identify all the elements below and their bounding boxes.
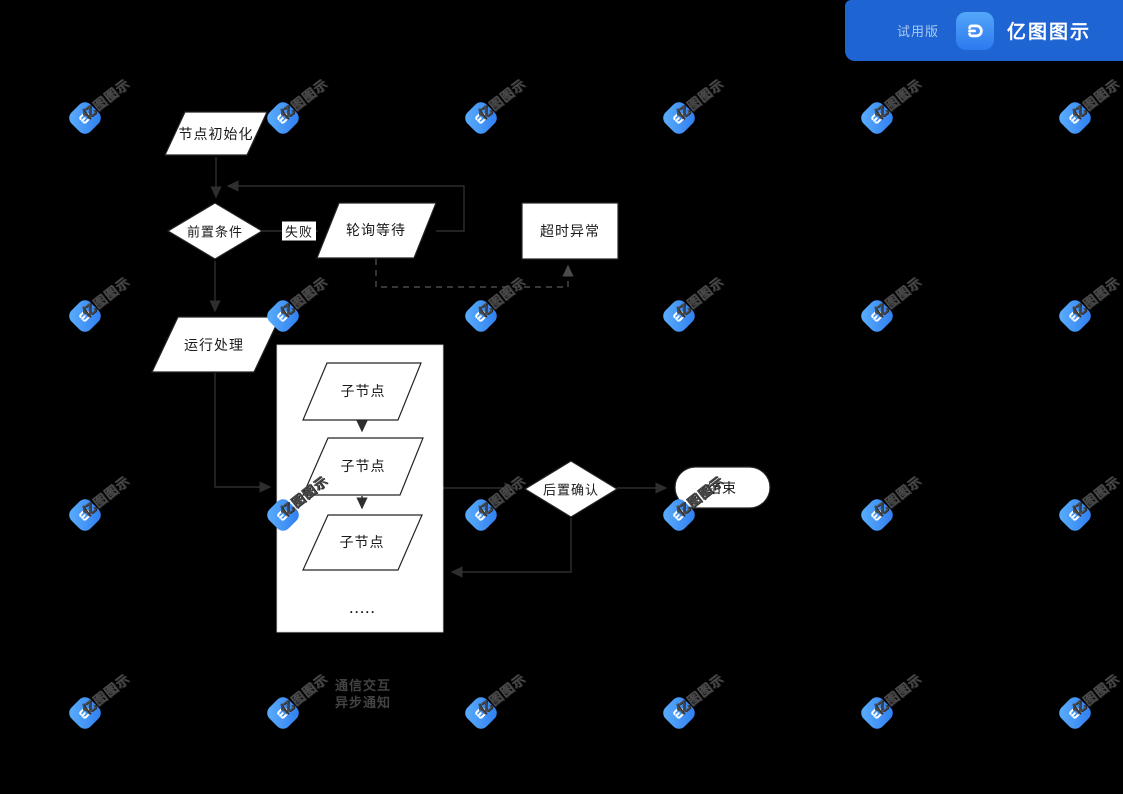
connector-pollingwait-to-timeout-dashed[interactable] [375, 259, 574, 288]
shape-child3-parallelogram[interactable] [302, 514, 423, 571]
trial-version-label: 试用版 [897, 24, 940, 39]
shape-end-stadium[interactable] [674, 466, 771, 509]
app-name-label: 亿图图示 [1007, 22, 1092, 43]
connector-pollingwait-loopback[interactable] [226, 180, 465, 232]
shape-timeout-rect[interactable] [521, 202, 619, 260]
connector-postconfirm-loopback[interactable] [450, 518, 572, 578]
shape-pollingwait-parallelogram[interactable] [316, 202, 437, 259]
shape-precondition-diamond[interactable] [166, 202, 264, 260]
shape-child1-parallelogram[interactable] [302, 362, 422, 421]
edraw-logo-icon [956, 11, 995, 50]
shape-postconfirm-diamond[interactable] [523, 460, 619, 518]
connector-run-to-container[interactable] [214, 373, 272, 493]
trial-badge[interactable]: 试用版 亿图图示 [845, 0, 1123, 61]
shape-run-parallelogram[interactable] [151, 316, 281, 373]
shape-child2-parallelogram[interactable] [302, 437, 424, 496]
shape-init-parallelogram[interactable] [164, 111, 268, 156]
